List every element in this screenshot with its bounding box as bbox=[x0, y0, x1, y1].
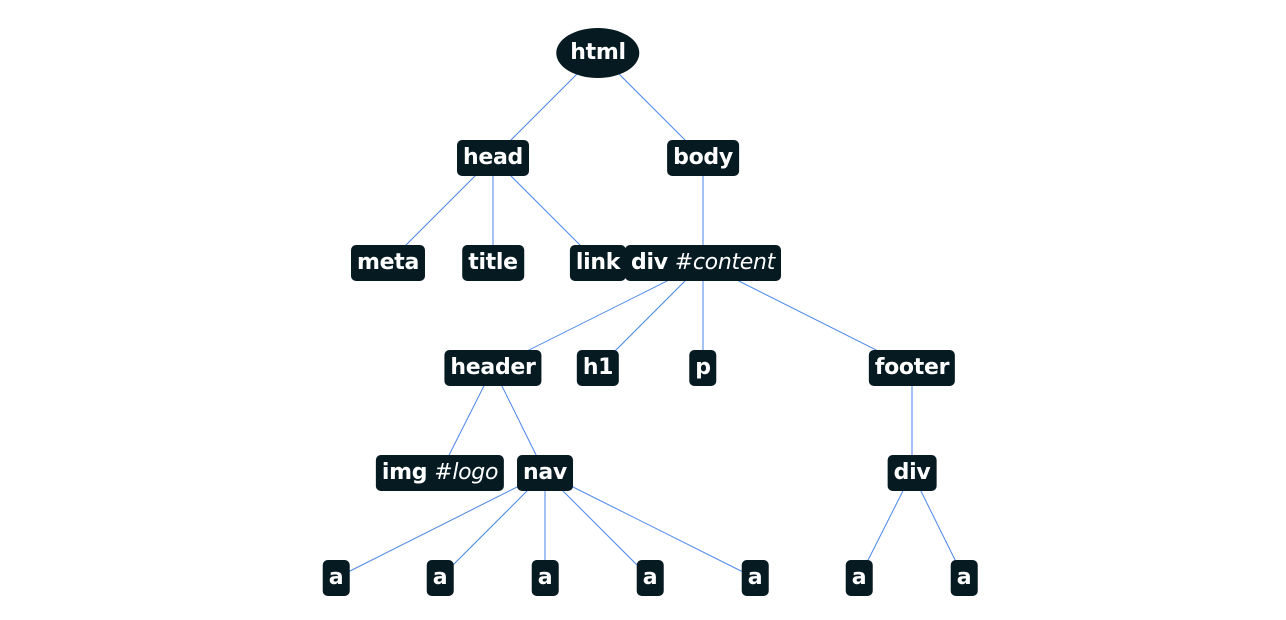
node-tag-label: h1 bbox=[582, 355, 614, 380]
node-id-attribute: #content bbox=[674, 250, 776, 275]
node-div-footer: div bbox=[887, 455, 937, 491]
node-html: html bbox=[556, 28, 640, 78]
node-a1: a bbox=[322, 560, 350, 596]
node-tag-label: nav bbox=[523, 460, 567, 485]
node-tag-label: a bbox=[956, 565, 972, 590]
node-tag-label: link bbox=[575, 250, 621, 275]
node-nav: nav bbox=[517, 455, 573, 491]
node-title: title bbox=[462, 245, 524, 281]
node-tag-label: div bbox=[893, 460, 931, 485]
node-tag-label: a bbox=[432, 565, 448, 590]
node-id-attribute: #logo bbox=[434, 460, 499, 485]
node-tag-label: body bbox=[673, 145, 733, 170]
node-tag-label: a bbox=[642, 565, 658, 590]
node-tag-label: footer bbox=[874, 355, 950, 380]
node-tag-label: html bbox=[570, 40, 626, 65]
node-a4: a bbox=[636, 560, 664, 596]
node-a2: a bbox=[426, 560, 454, 596]
node-tag-label: title bbox=[468, 250, 518, 275]
node-tag-label: div bbox=[631, 250, 668, 275]
node-meta: meta bbox=[350, 245, 426, 281]
node-tag-label: header bbox=[450, 355, 536, 380]
node-tag-label: a bbox=[851, 565, 867, 590]
node-head: head bbox=[457, 140, 529, 176]
node-header: header bbox=[444, 350, 542, 386]
node-p: p bbox=[689, 350, 717, 386]
node-tag-label: p bbox=[695, 355, 711, 380]
node-h1: h1 bbox=[576, 350, 620, 386]
node-tag-label: img bbox=[381, 460, 428, 485]
node-tag-label: a bbox=[747, 565, 763, 590]
node-a5: a bbox=[741, 560, 769, 596]
node-tag-label: head bbox=[463, 145, 523, 170]
edge-nav-to-a1 bbox=[335, 472, 546, 579]
node-body: body bbox=[667, 140, 739, 176]
node-footer: footer bbox=[868, 350, 956, 386]
node-a7: a bbox=[950, 560, 978, 596]
node-img-logo: img#logo bbox=[375, 455, 505, 491]
node-a6: a bbox=[845, 560, 873, 596]
node-div-content: div#content bbox=[625, 245, 781, 281]
node-a3: a bbox=[531, 560, 559, 596]
node-tag-label: a bbox=[328, 565, 344, 590]
node-tag-label: meta bbox=[356, 250, 420, 275]
node-link: link bbox=[569, 245, 627, 281]
edge-nav-to-a5 bbox=[544, 472, 756, 579]
node-tag-label: a bbox=[537, 565, 553, 590]
